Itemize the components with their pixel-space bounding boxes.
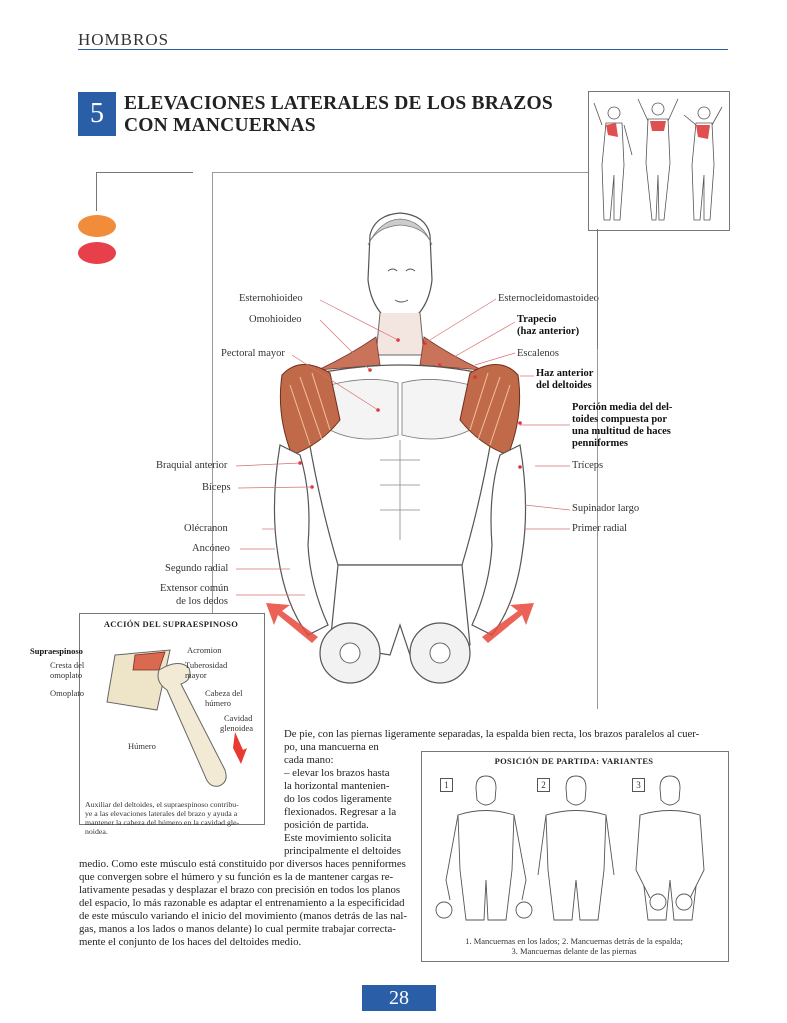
label-humero-1: húmero [205,698,231,708]
supraspinatus-caption: Auxiliar del deltoides, el supraespinoso… [85,800,240,836]
exercise-title-line1: ELEVACIONES LATERALES DE LOS BRAZOS [124,93,553,114]
label-trapecio: Trapecio [517,314,557,325]
label-segundo-radial: Segundo radial [165,563,229,574]
label-cabeza-del: Cabeza del [205,688,243,698]
label-porcion-media-3: una multitud de haces [572,426,671,437]
label-omohioideo: Omohioideo [249,314,302,325]
label-humero-2: Húmero [128,741,156,751]
exercise-title-line2: CON MANCUERNAS [124,115,316,136]
header-rule [78,49,728,50]
label-biceps: Bíceps [202,482,231,493]
variants-figures [435,775,705,921]
label-porcion-media-2: toides compuesta por [572,414,668,425]
label-esternocleidomastoideo: Esternocleidomastoideo [498,293,599,304]
label-omoplato-1: omoplato [50,670,83,680]
label-cresta-del: Cresta del [50,660,85,670]
label-supraespinoso: Supraespinoso [30,646,83,656]
label-anconeo: Ancóneo [192,543,230,554]
label-mayor: mayor [185,670,207,680]
label-omoplato-2: Omoplato [50,688,84,698]
variant-number-1: 1 [440,778,453,792]
label-tuberosidad: Tuberosidad [185,660,228,670]
orange-dot [78,215,116,237]
variants-caption-line2: 3. Mancuernas delante de las piernas [511,946,637,956]
section-title: HOMBROS [78,30,170,49]
label-triceps: Tríceps [572,460,604,471]
exercise-title: ELEVACIONES LATERALES DE LOS BRAZOS CON … [124,93,553,137]
label-acromion: Acromion [187,645,222,655]
label-de-los-dedos: de los dedos [176,596,228,607]
label-haz-anterior: Haz anterior [536,368,594,379]
label-haz-anterior-trapecio: (haz anterior) [517,326,580,337]
anatomy-figure [266,212,534,684]
thumbnail-connector [597,229,598,349]
supraspinatus-title: ACCIÓN DEL SUPRAESPINOSO [103,619,239,629]
label-esternohioideo: Esternohioideo [239,293,303,304]
exercise-number-badge: 5 [78,92,116,136]
red-dot [78,242,116,264]
variant-number-3: 3 [632,778,645,792]
label-porcion-media-4: penniformes [572,438,628,449]
variants-title: POSICIÓN DE PARTIDA: VARIANTES [494,756,654,766]
label-escalenos: Escalenos [517,348,559,359]
body-text-paragraph2: medio. Como este músculo está constituid… [79,858,408,948]
label-glenoidea: glenoidea [220,723,254,733]
main-illustration-frame [212,172,598,709]
variant-number-2: 2 [537,778,550,792]
label-pectoral-mayor: Pectoral mayor [221,348,285,359]
label-cavidad: Cavidad [224,713,253,723]
body-text-column: po, una mancuerna en cada mano: – elevar… [284,741,401,857]
shoulder-bone-diagram [106,649,247,787]
label-braquial-anterior: Braquial anterior [156,460,228,471]
label-extensor-comun: Extensor común [160,583,229,594]
label-supinador-largo: Supinador largo [572,503,640,514]
variants-caption-line1: 1. Mancuernas en los lados; 2. Mancuerna… [465,936,683,946]
label-olecranon: Olécranon [184,523,228,534]
label-del-deltoides: del deltoides [536,380,592,391]
guide-bracket [96,172,193,211]
page-number: 28 [362,985,436,1011]
thumbnail-figures [593,98,723,221]
label-porcion-media-1: Porción media del del- [572,402,673,413]
body-text-line1: De pie, con las piernas ligeramente sepa… [284,728,700,740]
label-primer-radial: Primer radial [572,523,628,534]
supraspinatus-box [79,613,265,825]
